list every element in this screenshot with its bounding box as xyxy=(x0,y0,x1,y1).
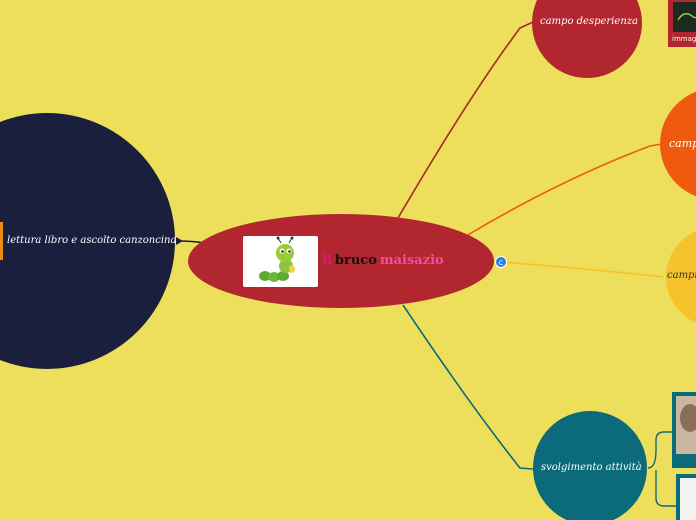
music-notes-icon xyxy=(677,13,696,21)
connector-arrow xyxy=(176,237,183,245)
connector-svolgimento-subtopics xyxy=(647,431,676,507)
topic-label-lettura: lettura libro e ascolto canzoncina xyxy=(7,235,177,246)
topic-label-campo-desperienza: campo desperienza xyxy=(540,16,638,27)
subtopic-image xyxy=(673,2,696,32)
topic-node-camp[interactable] xyxy=(660,88,696,200)
title-word: bruco xyxy=(334,253,377,268)
topic-node-campi[interactable] xyxy=(666,227,696,327)
subtopic-image-caption: immag xyxy=(672,35,696,43)
topic-node-lettura[interactable] xyxy=(0,113,175,369)
topic-label-campi: campi xyxy=(667,270,696,281)
caterpillar-image xyxy=(243,236,318,287)
title-word: maisazio xyxy=(379,253,444,268)
collapse-toggle-icon[interactable]: c xyxy=(495,256,507,268)
topic-node-svolgimento-attivita[interactable] xyxy=(533,411,647,520)
animal-photo-image xyxy=(680,404,696,432)
topic-label-svolgimento-attivita: svolgimento attività xyxy=(541,462,642,473)
subtopic-image xyxy=(680,478,696,520)
caterpillar-icon xyxy=(259,236,295,282)
connector-camp xyxy=(465,143,663,237)
connector-campi xyxy=(499,261,664,278)
topic-label-camp: camp xyxy=(669,137,696,150)
title-word: il xyxy=(322,253,332,268)
connector-svolgimento xyxy=(402,304,534,470)
connector-campo-desperienza xyxy=(397,21,534,219)
topic-node-campo-desperienza[interactable] xyxy=(532,0,642,78)
topic-marker xyxy=(0,222,3,260)
